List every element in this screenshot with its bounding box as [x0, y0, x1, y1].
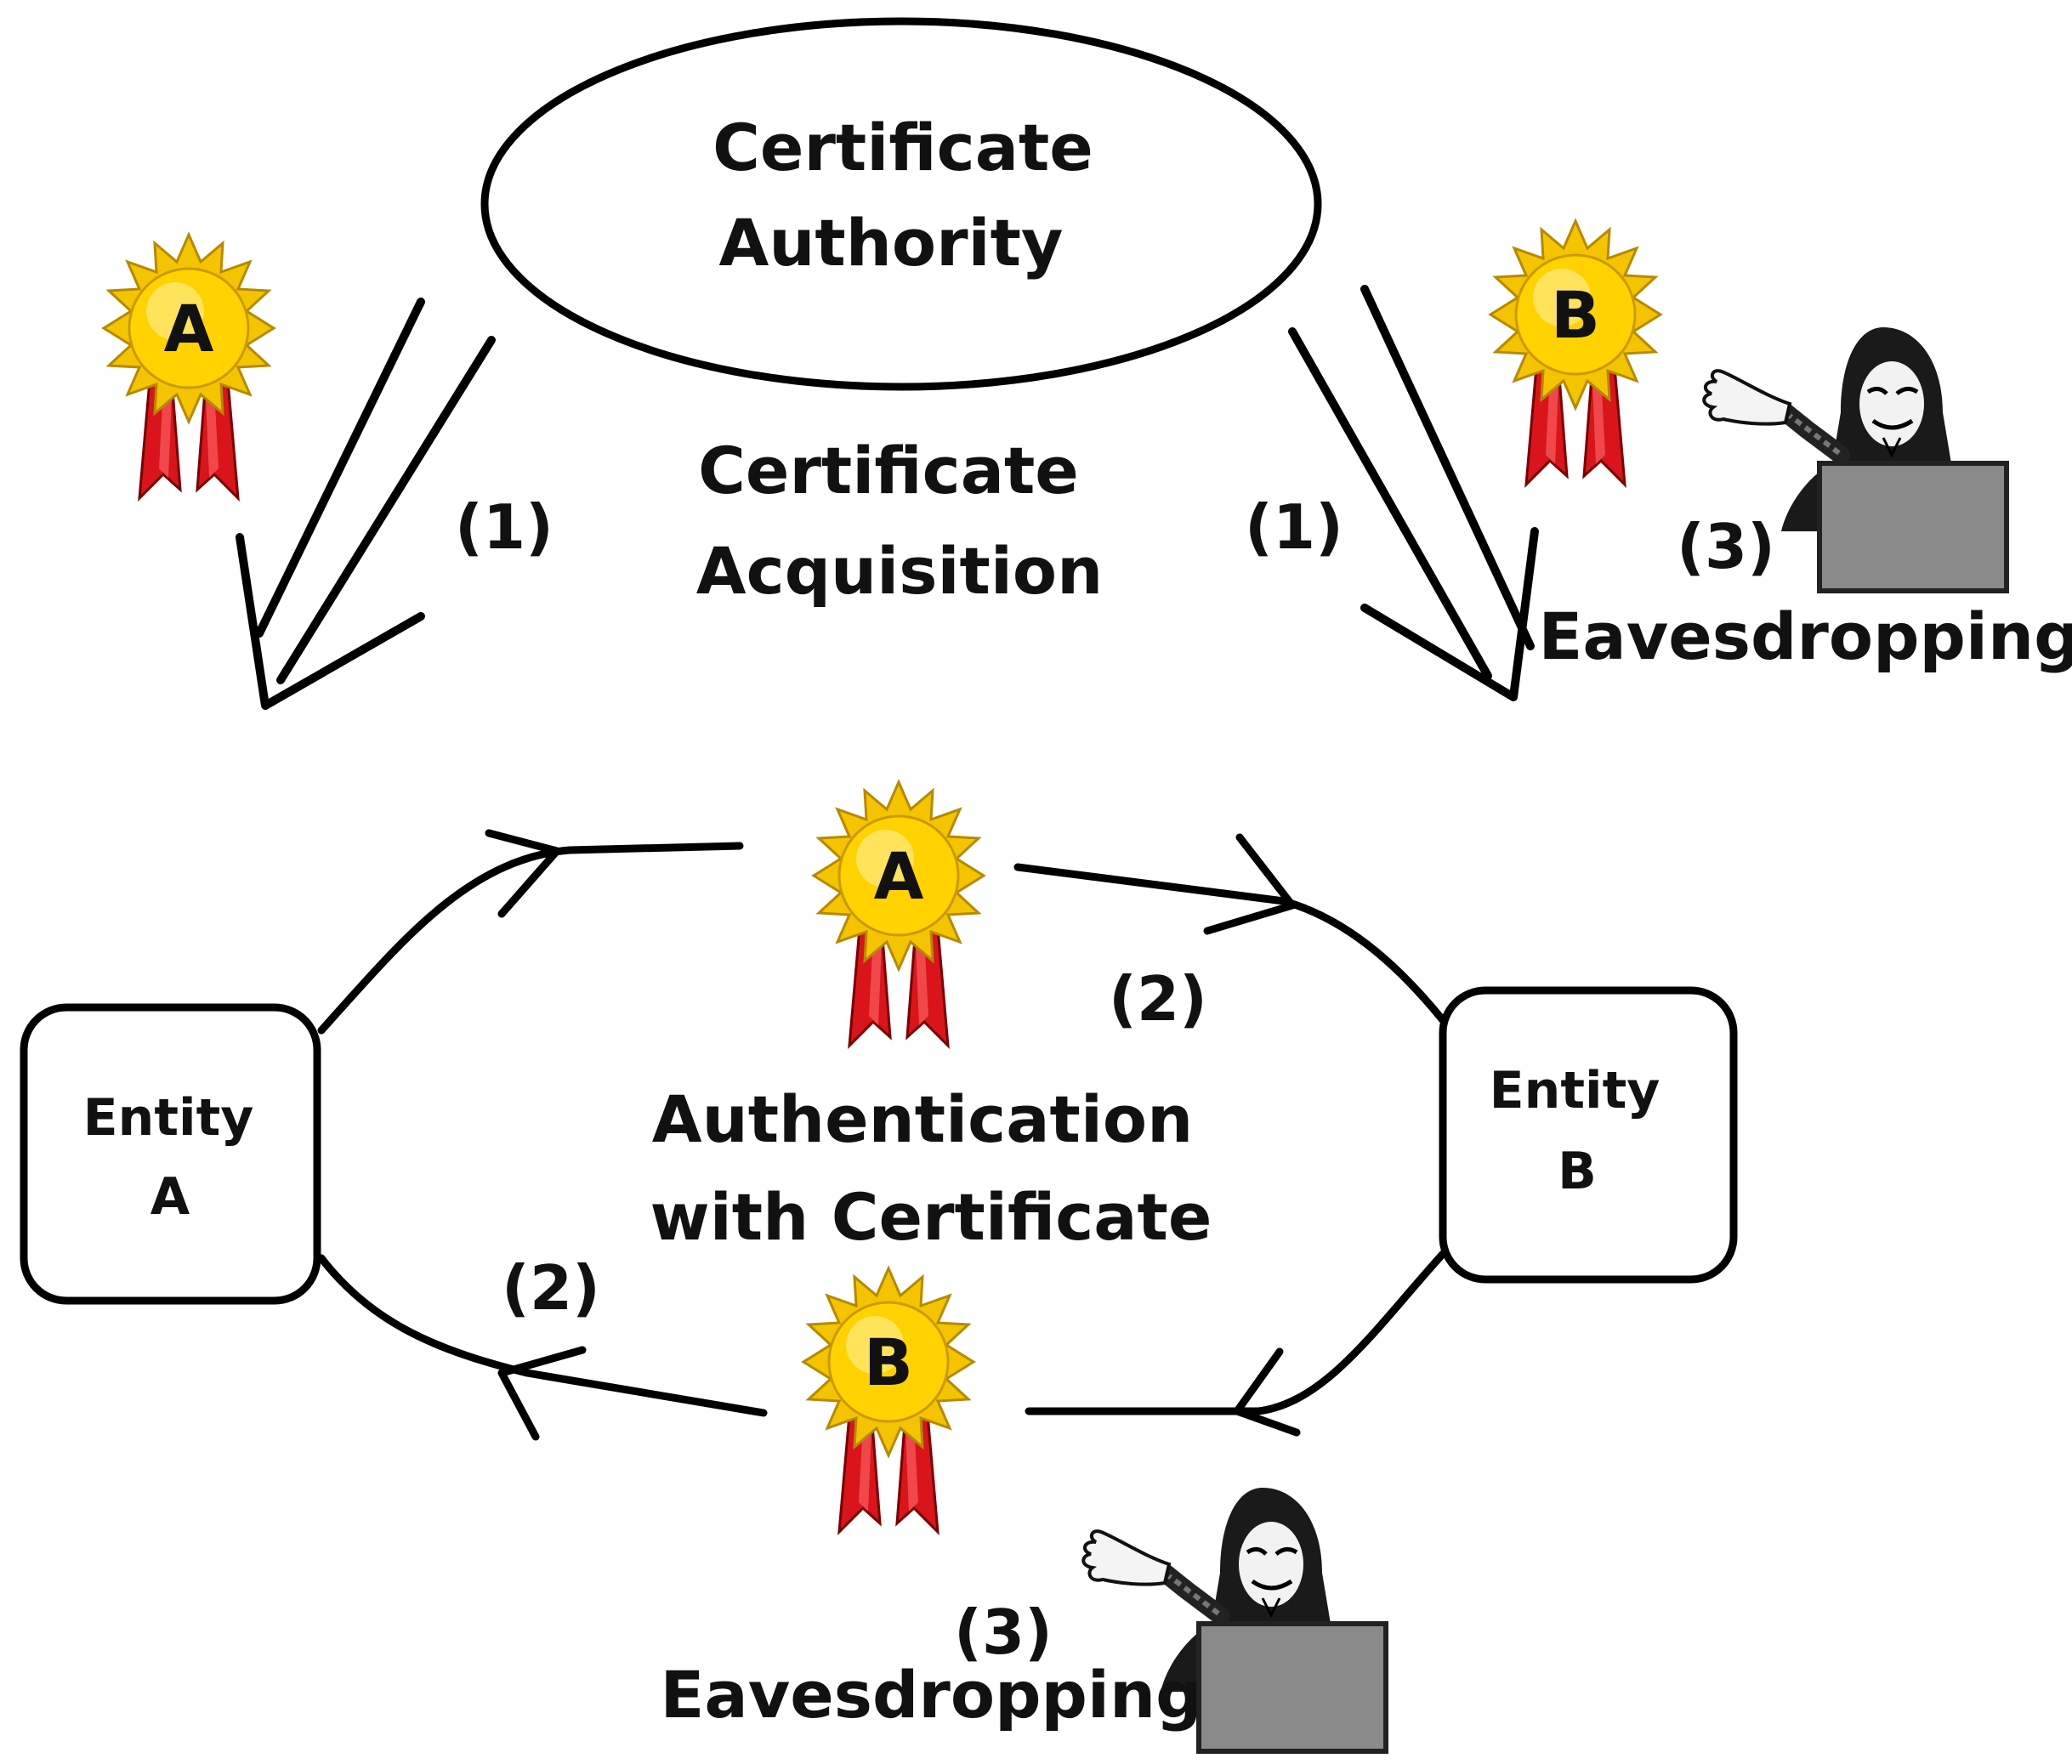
acquisition-arrow-left [236, 298, 496, 710]
step-label-acquisition-right: (1) [1245, 491, 1343, 563]
authentication-title-line1: Authentication [652, 1081, 1193, 1157]
step-label-auth-top: (2) [1109, 963, 1207, 1035]
entity-b-label-line2: B [1558, 1142, 1597, 1201]
entity-a-label-line1: Entity [83, 1088, 254, 1148]
auth-flow-b-to-a [317, 1250, 1447, 1441]
entity-b-box [1439, 986, 1738, 1284]
step-label-eavesdrop-top: (3) [1677, 511, 1775, 582]
entity-b-label-line1: Entity [1490, 1061, 1660, 1120]
medal-letter: A [874, 838, 924, 914]
step-label-acquisition-left: (1) [455, 491, 553, 563]
step-label-eavesdrop-bottom: (3) [954, 1597, 1053, 1668]
step-label-auth-bottom: (2) [502, 1252, 600, 1324]
authority-title-line2: Authority [719, 205, 1064, 281]
medal-letter: B [864, 1324, 913, 1400]
certificate-medal-a-top: A [102, 233, 275, 500]
medal-letter: B [1551, 277, 1600, 353]
authority-title-line1: Certificate [712, 110, 1093, 185]
eavesdrop-label-top: Eavesdropping [1539, 598, 2072, 674]
medal-letter: A [164, 291, 214, 366]
auth-flow-a-to-b [317, 829, 1447, 1035]
acquisition-arrow-right [1288, 285, 1539, 701]
certificate-medal-b-top: B [1489, 219, 1662, 486]
acquisition-title-line2: Acquisition [696, 533, 1103, 609]
acquisition-title-line1: Certificate [698, 433, 1079, 508]
certificate-medal-a-middle: A [812, 780, 985, 1047]
entity-a-label-line2: A [150, 1167, 190, 1227]
certificate-medal-b-middle: B [802, 1267, 975, 1534]
authentication-title-line2: with Certificate [650, 1179, 1212, 1255]
eavesdrop-label-bottom: Eavesdropping [661, 1657, 1202, 1733]
entity-a-box [20, 1003, 321, 1305]
certificate-authority-node [480, 17, 1322, 391]
